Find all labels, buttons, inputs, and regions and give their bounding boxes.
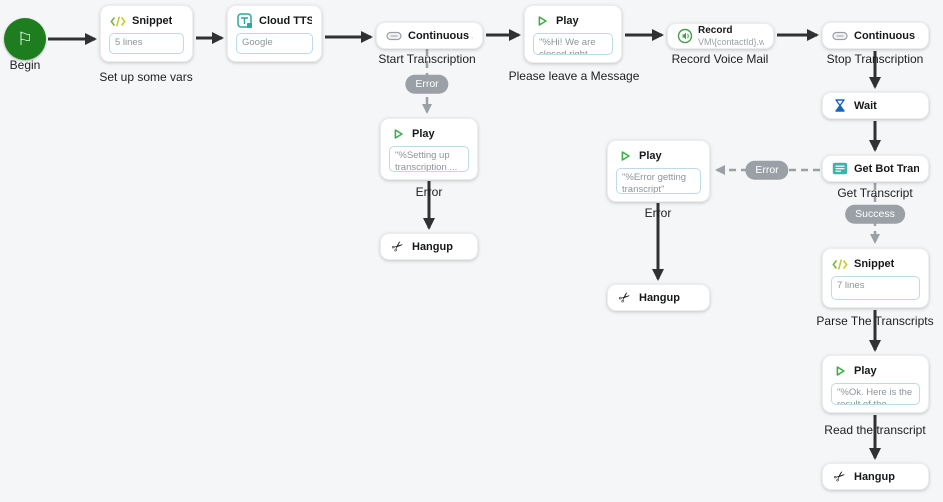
- snippet-lines-field[interactable]: 5 lines: [109, 33, 184, 54]
- node-title: Hangup: [854, 470, 895, 483]
- node-hangup-error-setup[interactable]: ✂ Hangup: [380, 233, 478, 260]
- node-title: Snippet: [132, 15, 173, 27]
- node-title: Play: [412, 128, 435, 140]
- connector-badge-error[interactable]: Error: [745, 160, 789, 180]
- node-title: Continuous ...: [408, 29, 473, 42]
- tts-provider-field[interactable]: Google: [236, 33, 313, 54]
- code-icon: [832, 256, 848, 272]
- node-play-read-transcript[interactable]: Play "%Ok. Here is the result of the ...: [822, 355, 929, 413]
- play-icon: [832, 363, 848, 379]
- node-title: Snippet: [854, 258, 895, 270]
- node-caption: Stop Transcription: [826, 52, 924, 66]
- node-caption: Read the transcript: [824, 423, 926, 437]
- connector-badge-error[interactable]: Error: [405, 74, 449, 94]
- node-title: Continuous ...: [854, 29, 919, 42]
- toggle-pill-icon: [832, 28, 848, 44]
- node-title: Wait: [854, 99, 877, 112]
- node-play-error-transcript[interactable]: Play "%Error getting transcript": [607, 140, 710, 202]
- play-prompt-field[interactable]: "%Ok. Here is the result of the ...: [831, 383, 920, 405]
- transcript-icon: [832, 161, 848, 177]
- node-wait[interactable]: Wait: [822, 92, 929, 119]
- node-title: Hangup: [639, 291, 680, 304]
- begin-label: Begin: [9, 58, 41, 72]
- node-continuous-stop[interactable]: Continuous ...: [822, 22, 929, 49]
- play-prompt-field[interactable]: "%Error getting transcript": [616, 168, 701, 194]
- node-caption: Record Voice Mail: [671, 52, 769, 66]
- snippet-lines-field[interactable]: 7 lines: [831, 276, 920, 300]
- node-continuous-start[interactable]: Continuous ...: [376, 22, 483, 49]
- toggle-pill-icon: [386, 28, 402, 44]
- play-icon: [390, 126, 406, 142]
- node-record[interactable]: Record VM\{contactId}.wav: [667, 23, 774, 49]
- record-icon: [677, 28, 693, 44]
- play-icon: [534, 13, 550, 29]
- node-play-greeting[interactable]: Play "%Hi! We are closed right now, ...: [524, 5, 622, 63]
- node-caption: Get Transcript: [837, 186, 913, 200]
- node-hangup-main[interactable]: ✂ Hangup: [822, 463, 929, 490]
- node-title: Get Bot Transcript: [854, 162, 919, 175]
- node-snippet-parse[interactable]: Snippet 7 lines: [822, 248, 929, 308]
- node-title: Play: [639, 150, 662, 162]
- node-caption: Error: [644, 206, 672, 220]
- node-begin[interactable]: ⚐: [4, 18, 46, 60]
- connector-badge-success[interactable]: Success: [845, 204, 905, 224]
- node-title: Cloud TTS: [259, 15, 312, 27]
- node-caption: Set up some vars: [99, 70, 193, 84]
- node-title: Hangup: [412, 240, 453, 253]
- play-prompt-field[interactable]: "%Hi! We are closed right now, ...: [533, 33, 613, 55]
- node-snippet-setup[interactable]: Snippet 5 lines: [100, 5, 193, 62]
- hangup-icon: ✂: [830, 466, 850, 487]
- node-caption: Start Transcription: [378, 52, 476, 66]
- play-icon: [617, 148, 633, 164]
- node-caption: Please leave a Message: [508, 69, 640, 83]
- node-caption: Parse The Transcripts: [816, 314, 934, 328]
- node-title: Play: [854, 365, 877, 377]
- node-cloud-tts[interactable]: Cloud TTS Google: [227, 5, 322, 62]
- node-hangup-error-transcript[interactable]: ✂ Hangup: [607, 284, 710, 311]
- node-play-error-setup[interactable]: Play "%Setting up transcription ...: [380, 118, 478, 180]
- hourglass-icon: [832, 98, 848, 114]
- record-filename: VM\{contactId}.wav: [698, 36, 764, 47]
- node-title: Play: [556, 15, 579, 27]
- play-prompt-field[interactable]: "%Setting up transcription ...: [389, 146, 469, 172]
- node-caption: Error: [415, 185, 443, 199]
- hangup-icon: ✂: [388, 236, 408, 257]
- code-icon: [110, 13, 126, 29]
- flag-icon: ⚐: [16, 29, 34, 49]
- hangup-icon: ✂: [615, 287, 635, 308]
- text-to-speech-icon: [237, 13, 253, 29]
- node-title: Record: [698, 25, 733, 37]
- node-get-bot-transcript[interactable]: Get Bot Transcript: [822, 155, 929, 182]
